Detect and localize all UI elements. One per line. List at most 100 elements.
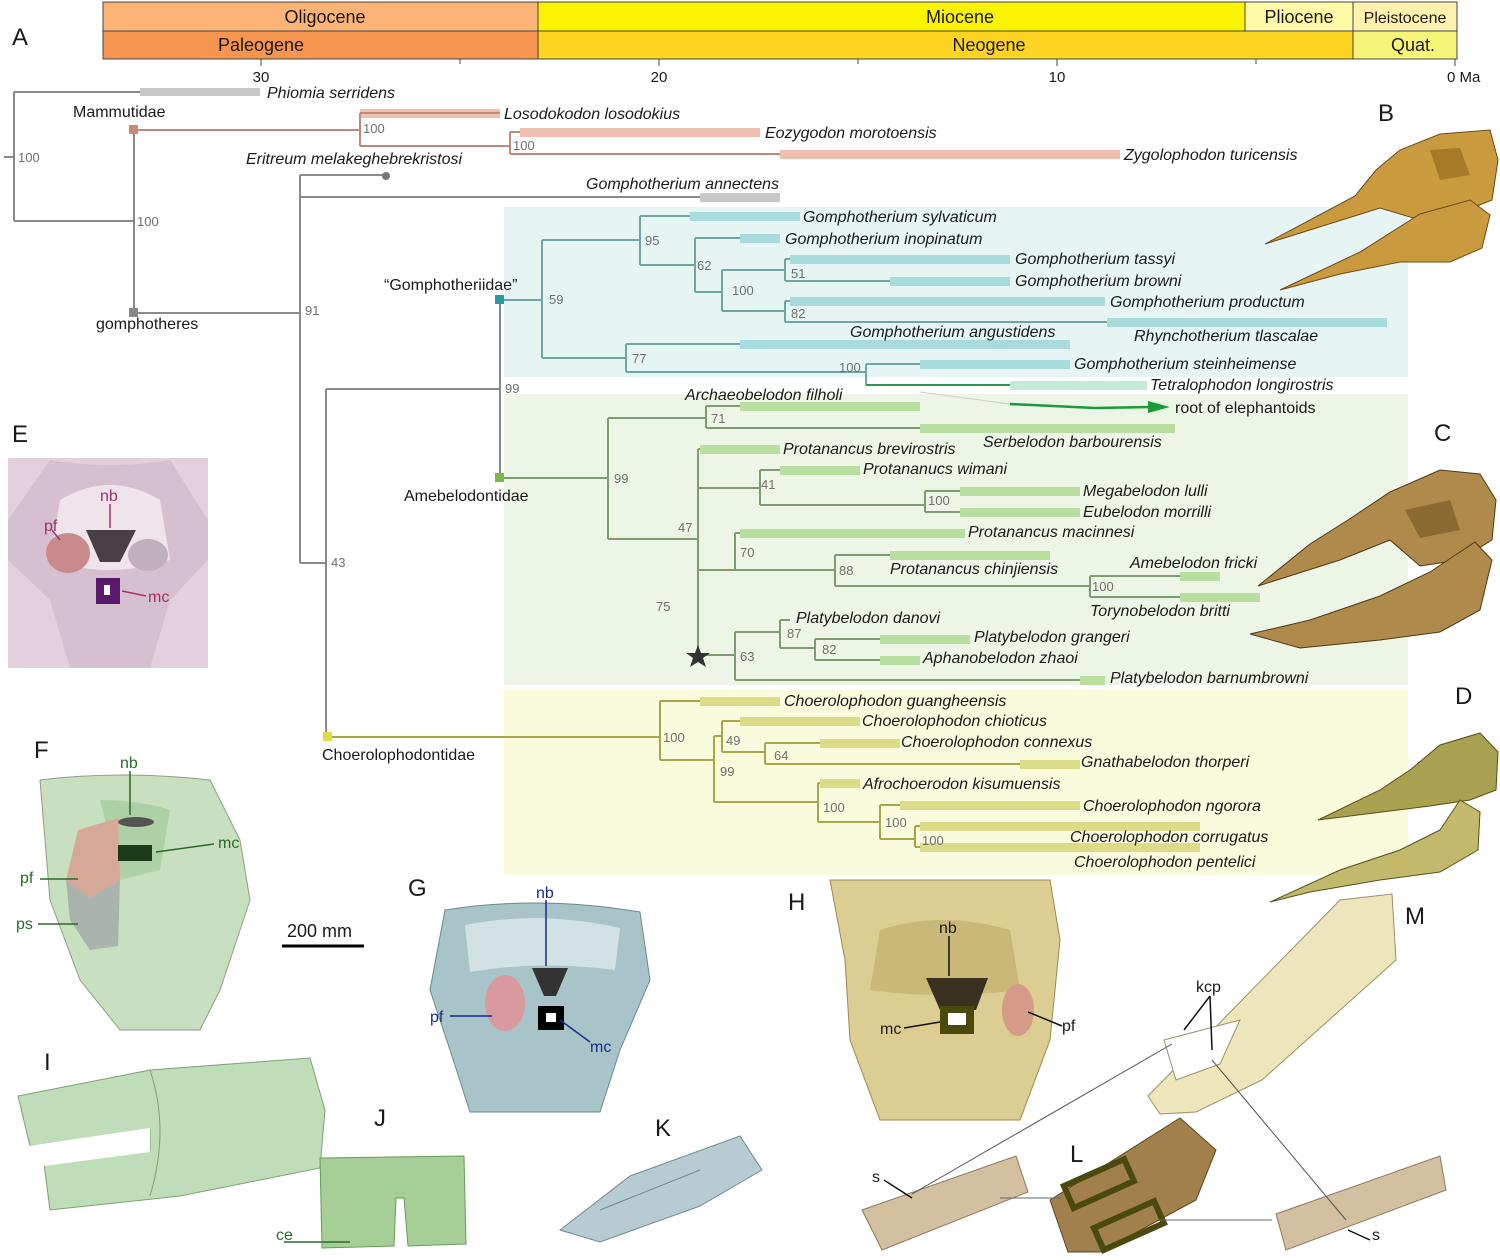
amebelodontidae-node bbox=[495, 473, 504, 482]
support-value: 100 bbox=[1092, 579, 1114, 594]
support-value: 75 bbox=[656, 599, 670, 614]
taxon-label: Rhynchotherium tlascalae bbox=[1134, 328, 1318, 345]
support-values: 100 100 100 100 91 43 59 99 99 95 62 51 … bbox=[18, 121, 1114, 848]
taxon-label: Choerolophodon ngorora bbox=[1083, 798, 1261, 815]
tick-30: 30 bbox=[253, 69, 270, 86]
taxon-label: Torynobelodon britti bbox=[1090, 603, 1230, 620]
taxon-label: Choerolophodon connexus bbox=[901, 734, 1092, 751]
clade-label-gomphotheriidae: “Gomphotheriidae” bbox=[384, 277, 517, 294]
label-pf-h: pf bbox=[1062, 1018, 1076, 1035]
panel-letter-d: D bbox=[1455, 683, 1472, 710]
taxon-label: Platybelodon danovi bbox=[796, 610, 941, 627]
panel-k-tusk bbox=[558, 1135, 763, 1243]
period-neogene bbox=[537, 30, 1354, 60]
support-value: 95 bbox=[645, 233, 659, 248]
support-value: 100 bbox=[663, 730, 685, 745]
support-value: 99 bbox=[505, 381, 519, 396]
panel-m-tusk bbox=[911, 893, 1397, 1221]
taxon-label: Gomphotherium tassyi bbox=[1015, 251, 1176, 268]
panel-j-section bbox=[284, 1155, 467, 1249]
panel-letter-c: C bbox=[1434, 420, 1451, 447]
taxon-label: Eritreum melakeghebrekristosi bbox=[246, 151, 463, 168]
clade-label-mammutidae: Mammutidae bbox=[73, 104, 166, 121]
taxon-label: Aphanobelodon zhaoi bbox=[922, 650, 1078, 667]
skull-c-illustration bbox=[1249, 469, 1497, 649]
taxon-label: Amebelodon fricki bbox=[1129, 555, 1258, 572]
support-value: 99 bbox=[614, 471, 628, 486]
support-value: 100 bbox=[823, 800, 845, 815]
support-value: 100 bbox=[928, 493, 950, 508]
support-value: 59 bbox=[549, 292, 563, 307]
taxon-label: Losodokodon losodokius bbox=[504, 106, 680, 123]
taxon-label: Protananucs wimani bbox=[863, 461, 1008, 478]
support-value: 100 bbox=[839, 360, 861, 375]
label-mc-e: mc bbox=[148, 589, 169, 606]
tick-10: 10 bbox=[1049, 69, 1066, 86]
support-value: 87 bbox=[787, 626, 801, 641]
taxon-label: Phiomia serridens bbox=[267, 85, 395, 102]
taxon-label: Gomphotherium sylvaticum bbox=[803, 209, 997, 226]
panel-h-skull bbox=[829, 879, 1063, 1121]
taxon-label: Choerolophodon chioticus bbox=[862, 713, 1047, 730]
support-value: 62 bbox=[697, 258, 711, 273]
panel-l-photos bbox=[861, 1117, 1447, 1254]
timescale: Oligocene Miocene Pliocene Pleistocene P… bbox=[102, 1, 1481, 86]
tick-0: 0 Ma bbox=[1447, 69, 1481, 86]
panel-i-tusk bbox=[17, 1057, 326, 1211]
clade-label-amebelodontidae: Amebelodontidae bbox=[404, 488, 529, 505]
label-mc-g: mc bbox=[590, 1039, 611, 1056]
label-pf-g: pf bbox=[430, 1009, 444, 1026]
label-s-right: s bbox=[1372, 1227, 1380, 1244]
support-value: 41 bbox=[761, 477, 775, 492]
label-ps-f: ps bbox=[16, 916, 33, 933]
time-axis-ticks bbox=[260, 59, 1456, 66]
support-value: 49 bbox=[726, 733, 740, 748]
root-arrowhead bbox=[1148, 401, 1170, 413]
support-value: 77 bbox=[632, 351, 646, 366]
period-quat-label: Quat. bbox=[1391, 35, 1435, 55]
taxon-label: Gomphotherium productum bbox=[1110, 294, 1305, 311]
panel-letter-e: E bbox=[12, 421, 28, 448]
panel-e-skull bbox=[8, 458, 208, 668]
panel-letter-a: A bbox=[12, 24, 28, 51]
gomphotheriidae-node bbox=[495, 295, 504, 304]
scale-bar-label: 200 mm bbox=[287, 921, 352, 941]
support-value: 51 bbox=[791, 266, 805, 281]
taxon-label: Protanancus chinjiensis bbox=[890, 561, 1058, 578]
epoch-miocene bbox=[537, 1, 1246, 32]
panel-g-skull bbox=[429, 900, 651, 1113]
panel-letter-j: J bbox=[374, 1105, 386, 1132]
epoch-oligocene bbox=[102, 1, 539, 32]
label-mc-h: mc bbox=[880, 1021, 901, 1038]
taxon-label: Tetralophodon longirostris bbox=[1150, 377, 1334, 394]
taxon-label: Gomphotherium browni bbox=[1015, 273, 1182, 290]
panel-f-skull bbox=[38, 771, 251, 1031]
taxon-label: Protanancus macinnesi bbox=[968, 524, 1135, 541]
support-value: 70 bbox=[740, 545, 754, 560]
taxon-label: Platybelodon barnumbrowni bbox=[1110, 670, 1309, 687]
skull-b-illustration bbox=[1264, 129, 1499, 291]
period-paleogene bbox=[102, 30, 539, 60]
epoch-pliocene bbox=[1244, 1, 1354, 32]
support-value: 100 bbox=[513, 138, 535, 153]
epoch-pliocene-label: Pliocene bbox=[1264, 7, 1333, 27]
clade-label-choerolophodontidae: Choerolophodontidae bbox=[322, 747, 475, 764]
label-nb-f: nb bbox=[120, 755, 138, 772]
panel-letter-h: H bbox=[788, 889, 805, 916]
support-value: 63 bbox=[740, 649, 754, 664]
support-value: 91 bbox=[305, 303, 319, 318]
support-value: 100 bbox=[885, 815, 907, 830]
support-value: 100 bbox=[137, 214, 159, 229]
taxon-labels: Phiomia serridens Losodokodon losodokius… bbox=[246, 85, 1334, 871]
panel-letters: A B C D E F G H I J K L M bbox=[12, 24, 1472, 1168]
taxon-label: Platybelodon grangeri bbox=[974, 629, 1130, 646]
support-value: 88 bbox=[839, 563, 853, 578]
panel-letter-i: I bbox=[44, 1049, 51, 1076]
label-nb-h: nb bbox=[939, 920, 957, 937]
period-neogene-label: Neogene bbox=[952, 35, 1025, 55]
support-value: 99 bbox=[720, 764, 734, 779]
taxon-label: Gomphotherium annectens bbox=[586, 176, 779, 193]
support-value: 64 bbox=[774, 748, 788, 763]
panel-letter-m: M bbox=[1405, 903, 1425, 930]
